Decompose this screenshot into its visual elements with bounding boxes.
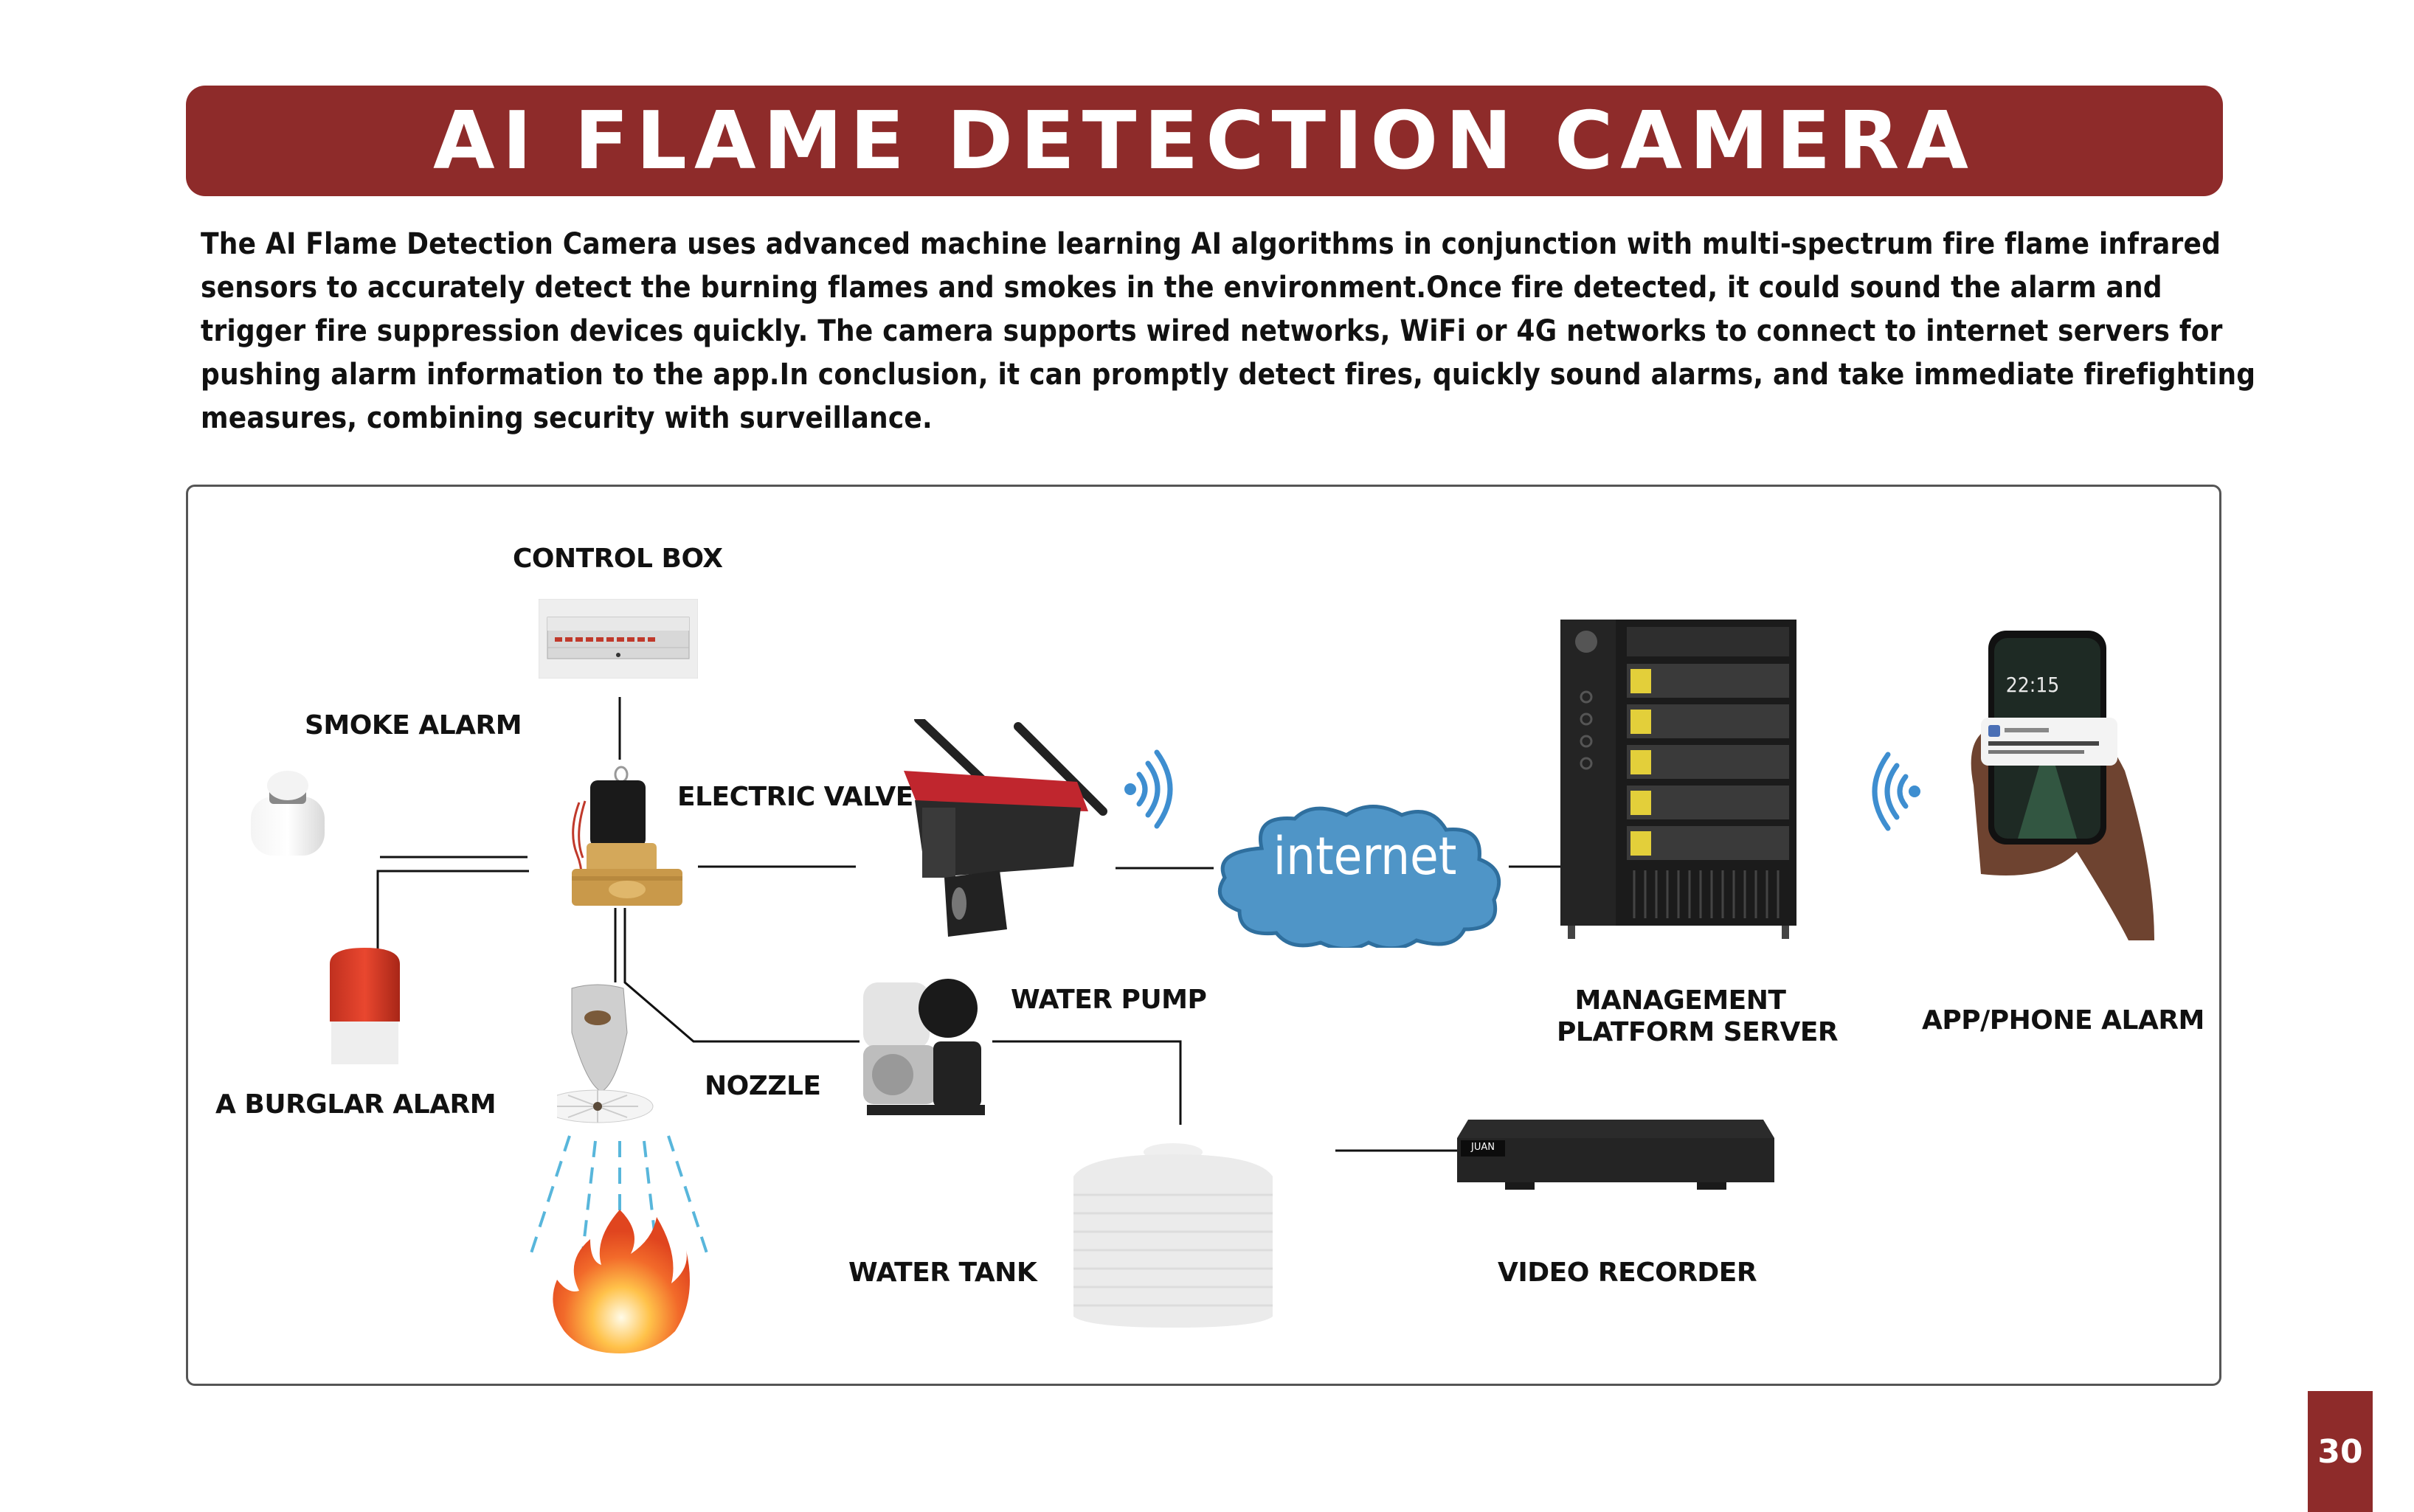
title-banner: AI FLAME DETECTION CAMERA <box>186 86 2223 196</box>
water-tank-label: WATER TANK <box>848 1258 1037 1288</box>
wifi-signal-icon <box>1870 751 1922 832</box>
nozzle-label: NOZZLE <box>705 1071 821 1101</box>
fire-icon <box>550 1210 690 1353</box>
intro-line: measures, combining security with survei… <box>201 401 933 435</box>
water-pump-label: WATER PUMP <box>1011 985 1207 1015</box>
dvr-brand-label: JUAN <box>1471 1142 1495 1153</box>
wifi-signal-icon <box>1123 749 1175 830</box>
phone-alarm-label: APP/PHONE ALARM <box>1922 1005 2204 1036</box>
electric-valve-label: ELECTRIC VALVE <box>677 782 913 812</box>
intro-paragraph: The AI Flame Detection Camera uses advan… <box>201 223 2256 440</box>
internet-label: internet <box>1273 826 1457 887</box>
phone-screen-time: 22:15 <box>2005 673 2060 697</box>
burglar-alarm-icon <box>330 948 400 1066</box>
server-label: MANAGEMENT PLATFORM SERVER <box>1557 985 1839 1048</box>
system-diagram-frame <box>186 485 2221 1386</box>
dvr-icon <box>1453 1112 1778 1193</box>
server-icon <box>1557 616 1800 940</box>
control-box-icon <box>538 598 699 679</box>
intro-line: pushing alarm information to the app.In … <box>201 358 2256 392</box>
intro-line: trigger fire suppression devices quickly… <box>201 314 2223 348</box>
smoke-alarm-label: SMOKE ALARM <box>305 710 522 741</box>
phone-in-hand-icon <box>1959 631 2158 940</box>
cloud-icon <box>1210 804 1512 951</box>
server-label-line1: MANAGEMENT <box>1574 985 1786 1016</box>
page-number-badge: 30 <box>2308 1391 2373 1512</box>
smoke-alarm-icon <box>251 767 380 859</box>
intro-line: The AI Flame Detection Camera uses advan… <box>201 227 2221 261</box>
water-tank-icon <box>1073 1143 1273 1328</box>
burglar-alarm-label: A BURGLAR ALARM <box>215 1089 497 1120</box>
sprinkler-nozzle-icon <box>542 981 682 1132</box>
server-label-line2: PLATFORM SERVER <box>1557 1017 1839 1047</box>
page-title: AI FLAME DETECTION CAMERA <box>432 94 1976 187</box>
video-recorder-label: VIDEO RECORDER <box>1498 1258 1757 1288</box>
water-pump-icon <box>860 975 989 1115</box>
flame-detection-camera-icon <box>904 715 1121 940</box>
electric-valve-icon <box>561 766 694 909</box>
page-number: 30 <box>2317 1432 2363 1471</box>
control-box-label: CONTROL BOX <box>513 544 723 574</box>
intro-line: sensors to accurately detect the burning… <box>201 271 2162 305</box>
